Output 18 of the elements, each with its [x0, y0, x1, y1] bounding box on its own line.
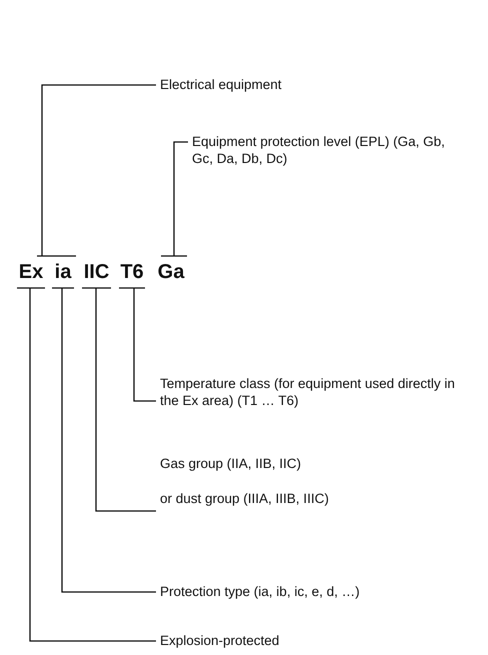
description-text: Gas group (IIA, IIB, IIC) — [160, 455, 302, 472]
leader-line — [95, 288, 156, 512]
marking-code: T6 — [117, 256, 147, 288]
marking-code: Ex — [15, 256, 47, 288]
marking-code: Ga — [155, 256, 187, 288]
leader-line — [61, 288, 156, 593]
description-text: or dust group (IIIA, IIIB, IIIC) — [160, 490, 330, 507]
leader-line — [133, 288, 156, 402]
description-text: Protection type (ia, ib, ic, e, d, …) — [160, 583, 460, 600]
description-text: Equipment protection level (EPL) (Ga, Gb, Gc, Da, Db, Dc) — [192, 133, 452, 167]
leader-line — [173, 141, 188, 256]
description-text: Electrical equipment — [160, 76, 460, 93]
marking-code: ia — [50, 256, 76, 288]
description-text: Temperature class (for equipment used directly in the Ex area) (T1 … T6) — [160, 375, 460, 409]
leader-line — [41, 84, 156, 256]
marking-code: IIC — [80, 256, 113, 288]
description-text: Explosion-protected — [160, 632, 460, 649]
leader-line — [29, 288, 156, 642]
